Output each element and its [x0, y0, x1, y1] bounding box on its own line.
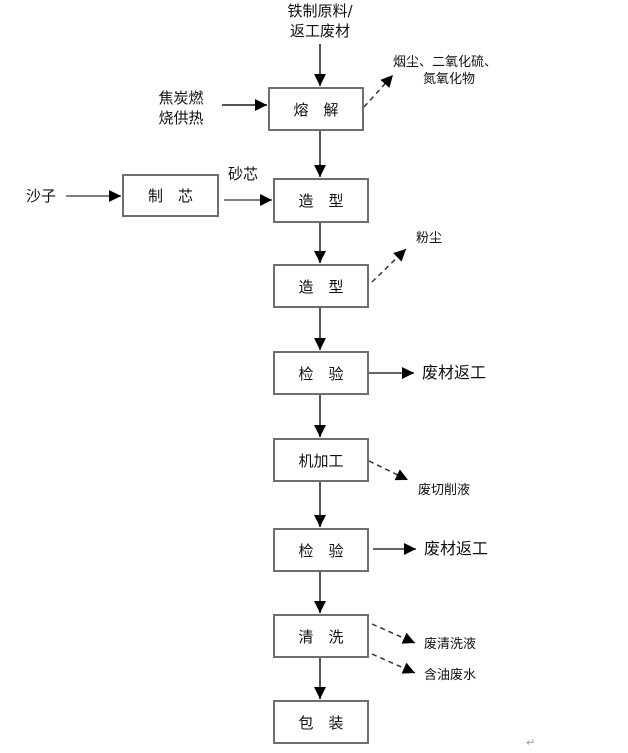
input-coke-line2: 烧供热 — [158, 109, 204, 127]
output-dust: 粉尘 — [416, 231, 443, 246]
output-melt-emission: 烟尘、二氧化硫、 氮氧化物 — [393, 54, 497, 88]
input-raw-material-line1: 铁制原料/ — [287, 2, 353, 20]
step-packaging: 包 装 — [273, 700, 369, 744]
step-molding-1-label: 造 型 — [298, 192, 344, 210]
step-melt-label: 熔 解 — [293, 100, 339, 119]
arrow-cleaning-to-oily-water — [371, 653, 416, 674]
step-cleaning: 清 洗 — [273, 614, 369, 658]
arrow-cleaning-to-waste-fluid — [371, 623, 416, 644]
input-coke-heat: 焦炭燃 烧供热 — [146, 88, 216, 128]
output-scrap-rework-1: 废材返工 — [422, 363, 487, 382]
output-waste-cutting-fluid: 废切削液 — [418, 483, 471, 498]
output-melt-emission-line2: 氮氧化物 — [423, 72, 476, 87]
arrow-machining-to-cutting-fluid — [368, 460, 409, 481]
step-cleaning-label: 清 洗 — [298, 627, 344, 646]
edge-label-sand-core: 砂芯 — [228, 165, 259, 183]
step-melt: 熔 解 — [268, 87, 364, 131]
step-core-making-label: 制 芯 — [147, 187, 193, 205]
step-inspect-2: 检 验 — [273, 528, 369, 572]
input-coke-line1: 焦炭燃 — [158, 89, 204, 107]
input-sand: 沙子 — [26, 187, 57, 205]
input-raw-material: 铁制原料/ 返工废材 — [280, 1, 360, 41]
paragraph-mark-icon: ↵ — [526, 736, 536, 749]
step-inspect-1: 检 验 — [273, 351, 369, 395]
step-molding-2-label: 造 型 — [298, 277, 344, 296]
step-machining: 机加工 — [273, 438, 369, 482]
step-molding-2: 造 型 — [273, 264, 369, 308]
output-oily-wastewater: 含油废水 — [424, 668, 477, 683]
step-inspect-2-label: 检 验 — [298, 541, 344, 560]
output-scrap-rework-2: 废材返工 — [424, 539, 489, 558]
step-machining-label: 机加工 — [298, 451, 344, 470]
output-waste-cleaning-fluid: 废清洗液 — [424, 637, 477, 652]
step-molding-1: 造 型 — [273, 178, 369, 223]
arrow-molding2-to-dust — [371, 248, 407, 283]
step-packaging-label: 包 装 — [298, 713, 344, 732]
step-inspect-1-label: 检 验 — [298, 364, 344, 383]
arrow-melt-to-emission — [363, 74, 394, 108]
input-raw-material-line2: 返工废材 — [289, 22, 350, 40]
output-melt-emission-line1: 烟尘、二氧化硫、 — [393, 55, 498, 70]
step-core-making: 制 芯 — [122, 174, 219, 217]
